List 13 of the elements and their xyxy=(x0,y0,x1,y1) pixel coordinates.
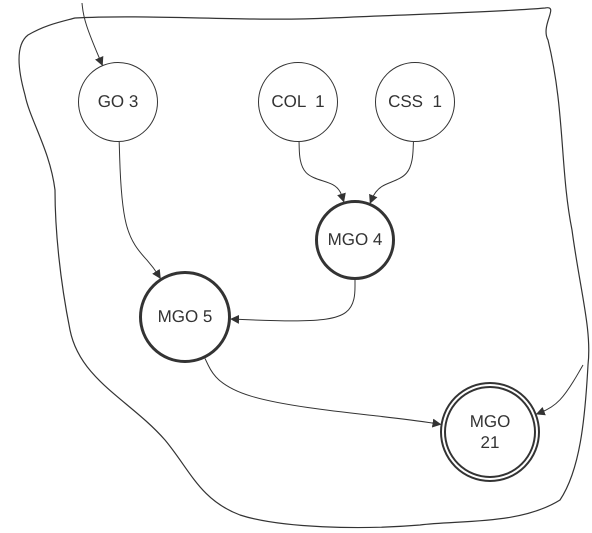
arrow xyxy=(118,141,161,279)
arrow xyxy=(298,141,346,202)
arrow xyxy=(230,280,356,324)
node-label: MGO 5 xyxy=(158,306,212,328)
node-label: COL 1 xyxy=(271,91,325,113)
arrow xyxy=(82,2,104,66)
node-label: CSS 1 xyxy=(388,91,442,113)
node-label: MGO 4 xyxy=(328,229,382,251)
node-label: MGO 21 xyxy=(468,410,512,454)
arrow xyxy=(369,141,414,204)
arrow xyxy=(536,364,584,416)
node-label: GO 3 xyxy=(98,91,138,113)
arrow xyxy=(204,358,442,428)
